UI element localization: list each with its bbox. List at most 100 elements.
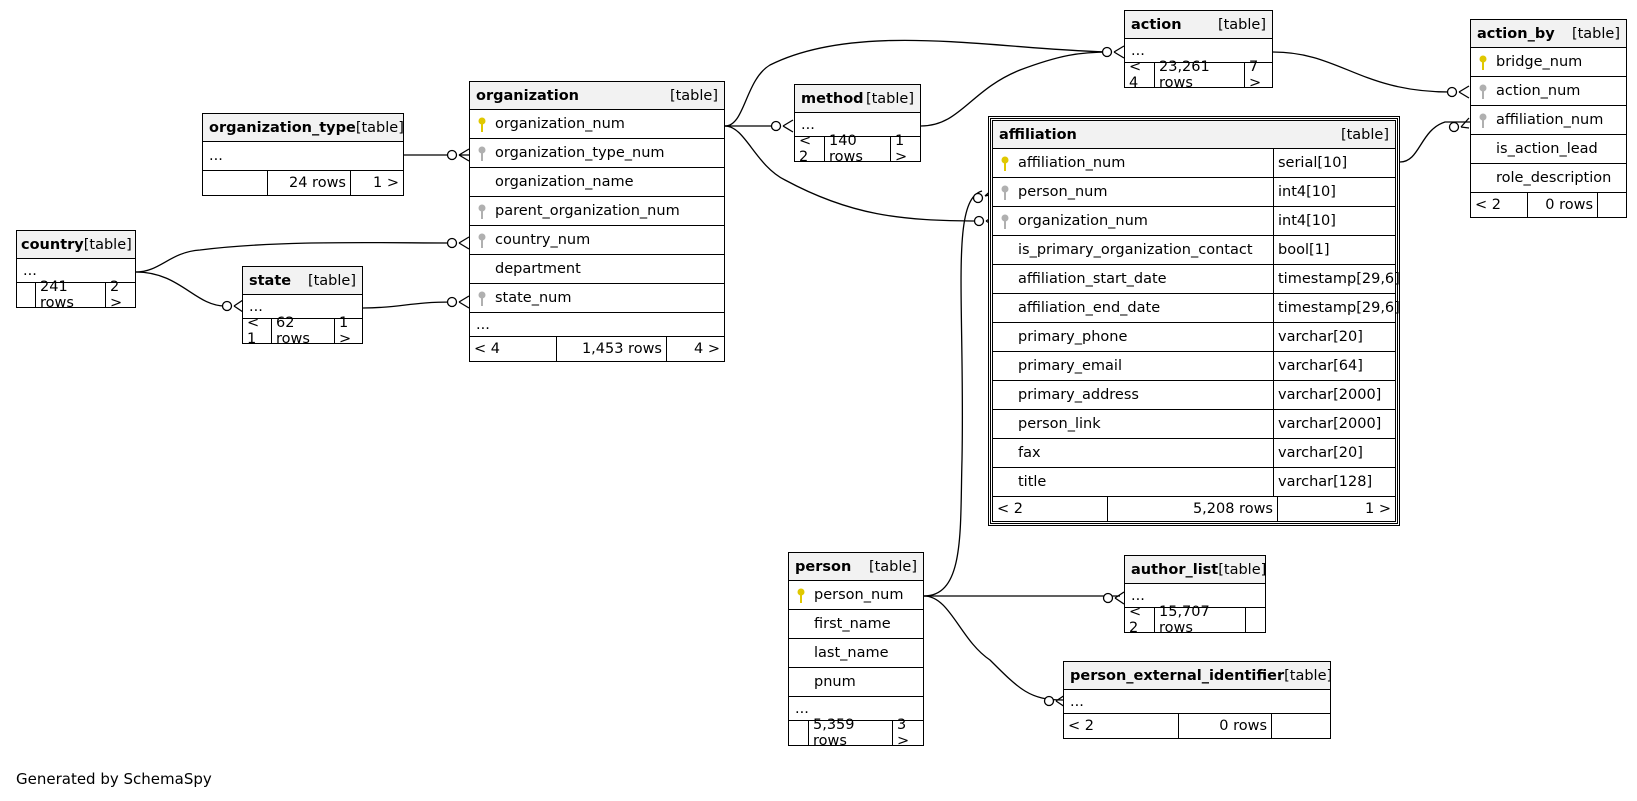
- table-name: method: [801, 90, 864, 107]
- table-footer: 241 rows 2 >: [17, 279, 135, 311]
- footer-children[interactable]: [1272, 714, 1330, 738]
- footer-children[interactable]: [1246, 608, 1265, 632]
- table-row: ...: [243, 295, 362, 319]
- table-row: ...: [203, 142, 403, 171]
- primary-key-icon: [478, 117, 486, 132]
- table-organization_type[interactable]: organization_type [table] ... 24 rows 1 …: [202, 113, 404, 196]
- table-header: person [table]: [789, 553, 923, 581]
- footer-parents[interactable]: < 2: [1125, 604, 1155, 636]
- footer-children[interactable]: [1598, 193, 1626, 217]
- footer-parents[interactable]: [17, 283, 36, 307]
- footer-row-count: 1,453 rows: [557, 337, 667, 361]
- footer-row-count: 15,707 rows: [1155, 604, 1246, 636]
- table-person_external_identifier[interactable]: person_external_identifier [table] ... <…: [1063, 661, 1332, 739]
- table-row: country_num: [470, 226, 724, 255]
- table-kind: [table]: [669, 87, 718, 104]
- table-action_by[interactable]: action_by [table] bridge_num action_num …: [1470, 19, 1627, 218]
- table-row: ...: [789, 697, 923, 721]
- table-name: person_external_identifier: [1070, 667, 1285, 684]
- table-affiliation[interactable]: affiliation [table] affiliation_num seri…: [988, 116, 1400, 526]
- foreign-key-icon: [1479, 113, 1487, 128]
- table-row: affiliation_num: [1471, 106, 1626, 135]
- table-header: method [table]: [795, 85, 920, 113]
- table-author_list[interactable]: author_list [table] ... < 2 15,707 rows: [1124, 555, 1267, 636]
- table-row: department: [470, 255, 724, 284]
- footer-row-count: 5,359 rows: [809, 717, 893, 749]
- table-name: person: [795, 558, 852, 575]
- primary-key-icon: [1479, 55, 1487, 70]
- footer-parents[interactable]: < 4: [470, 337, 557, 361]
- table-state[interactable]: state [table] ... < 1 62 rows 1 >: [242, 266, 363, 347]
- footer-parents[interactable]: < 4: [1125, 59, 1155, 91]
- foreign-key-icon: [1479, 84, 1487, 99]
- footer-parents[interactable]: < 2: [795, 133, 825, 165]
- table-row: ...: [1125, 39, 1272, 63]
- table-action[interactable]: action [table] ... < 4 23,261 rows 7 >: [1124, 10, 1273, 91]
- footer-parents[interactable]: < 2: [1471, 193, 1528, 217]
- foreign-key-icon: [478, 146, 486, 161]
- footer-children[interactable]: 1 >: [373, 175, 399, 191]
- table-name: affiliation: [999, 126, 1077, 143]
- table-header: action_by [table]: [1471, 20, 1626, 48]
- footer-parents[interactable]: [789, 721, 809, 745]
- table-row: ...: [17, 259, 135, 283]
- footer-parents[interactable]: [203, 171, 268, 195]
- generated-by-label: Generated by SchemaSpy: [16, 770, 212, 788]
- primary-key-icon: [1001, 156, 1009, 171]
- footer-children[interactable]: 1 >: [339, 315, 352, 347]
- footer-parents[interactable]: < 2: [993, 497, 1108, 521]
- table-header: action [table]: [1125, 11, 1272, 39]
- table-footer: < 4 23,261 rows 7 >: [1125, 59, 1272, 91]
- table-row: first_name: [789, 610, 923, 639]
- table-row: organization_name: [470, 168, 724, 197]
- footer-children[interactable]: 3 >: [897, 717, 910, 749]
- foreign-key-icon: [478, 291, 486, 306]
- footer-row-count: 62 rows: [272, 315, 335, 347]
- table-kind: [table]: [1218, 561, 1267, 578]
- table-method[interactable]: method [table] ... < 2 140 rows 1 >: [794, 84, 921, 165]
- table-organization[interactable]: organization [table] organization_num or…: [469, 81, 725, 362]
- table-row: ...: [795, 113, 920, 137]
- table-name: organization_type: [209, 119, 356, 136]
- table-header: state [table]: [243, 267, 362, 295]
- foreign-key-icon: [478, 233, 486, 248]
- table-row: affiliation_num serial[10]: [993, 149, 1395, 178]
- table-person[interactable]: person [table] person_num first_name las…: [788, 552, 924, 749]
- table-row: ...: [1064, 690, 1330, 714]
- footer-children[interactable]: 2 >: [110, 279, 123, 311]
- primary-key-icon: [797, 588, 805, 603]
- table-row: ...: [470, 313, 724, 337]
- table-country[interactable]: country [table] ... 241 rows 2 >: [16, 230, 136, 311]
- footer-row-count: 24 rows: [268, 171, 351, 195]
- table-row: is_action_lead: [1471, 135, 1626, 164]
- table-row: action_num: [1471, 77, 1626, 106]
- table-row: parent_organization_num: [470, 197, 724, 226]
- table-row: bridge_num: [1471, 48, 1626, 77]
- table-header: affiliation [table]: [993, 121, 1395, 149]
- footer-parents[interactable]: < 2: [1064, 714, 1179, 738]
- table-name: state: [249, 272, 292, 289]
- foreign-key-icon: [478, 204, 486, 219]
- table-kind: [table]: [1340, 126, 1389, 143]
- table-row: person_num: [789, 581, 923, 610]
- table-header: person_external_identifier [table]: [1064, 662, 1332, 690]
- footer-children[interactable]: 1 >: [895, 133, 908, 165]
- footer-children[interactable]: 4 >: [694, 341, 720, 357]
- footer-parents[interactable]: < 1: [243, 315, 272, 347]
- table-row: role_description: [1471, 164, 1626, 193]
- footer-row-count: 140 rows: [825, 133, 891, 165]
- table-kind: [table]: [865, 90, 914, 107]
- table-row: last_name: [789, 639, 923, 668]
- table-footer: 5,359 rows 3 >: [789, 717, 923, 749]
- foreign-key-icon: [1001, 214, 1009, 229]
- table-name: organization: [476, 87, 579, 104]
- footer-children[interactable]: 7 >: [1249, 59, 1262, 91]
- footer-children[interactable]: 1 >: [1365, 501, 1391, 517]
